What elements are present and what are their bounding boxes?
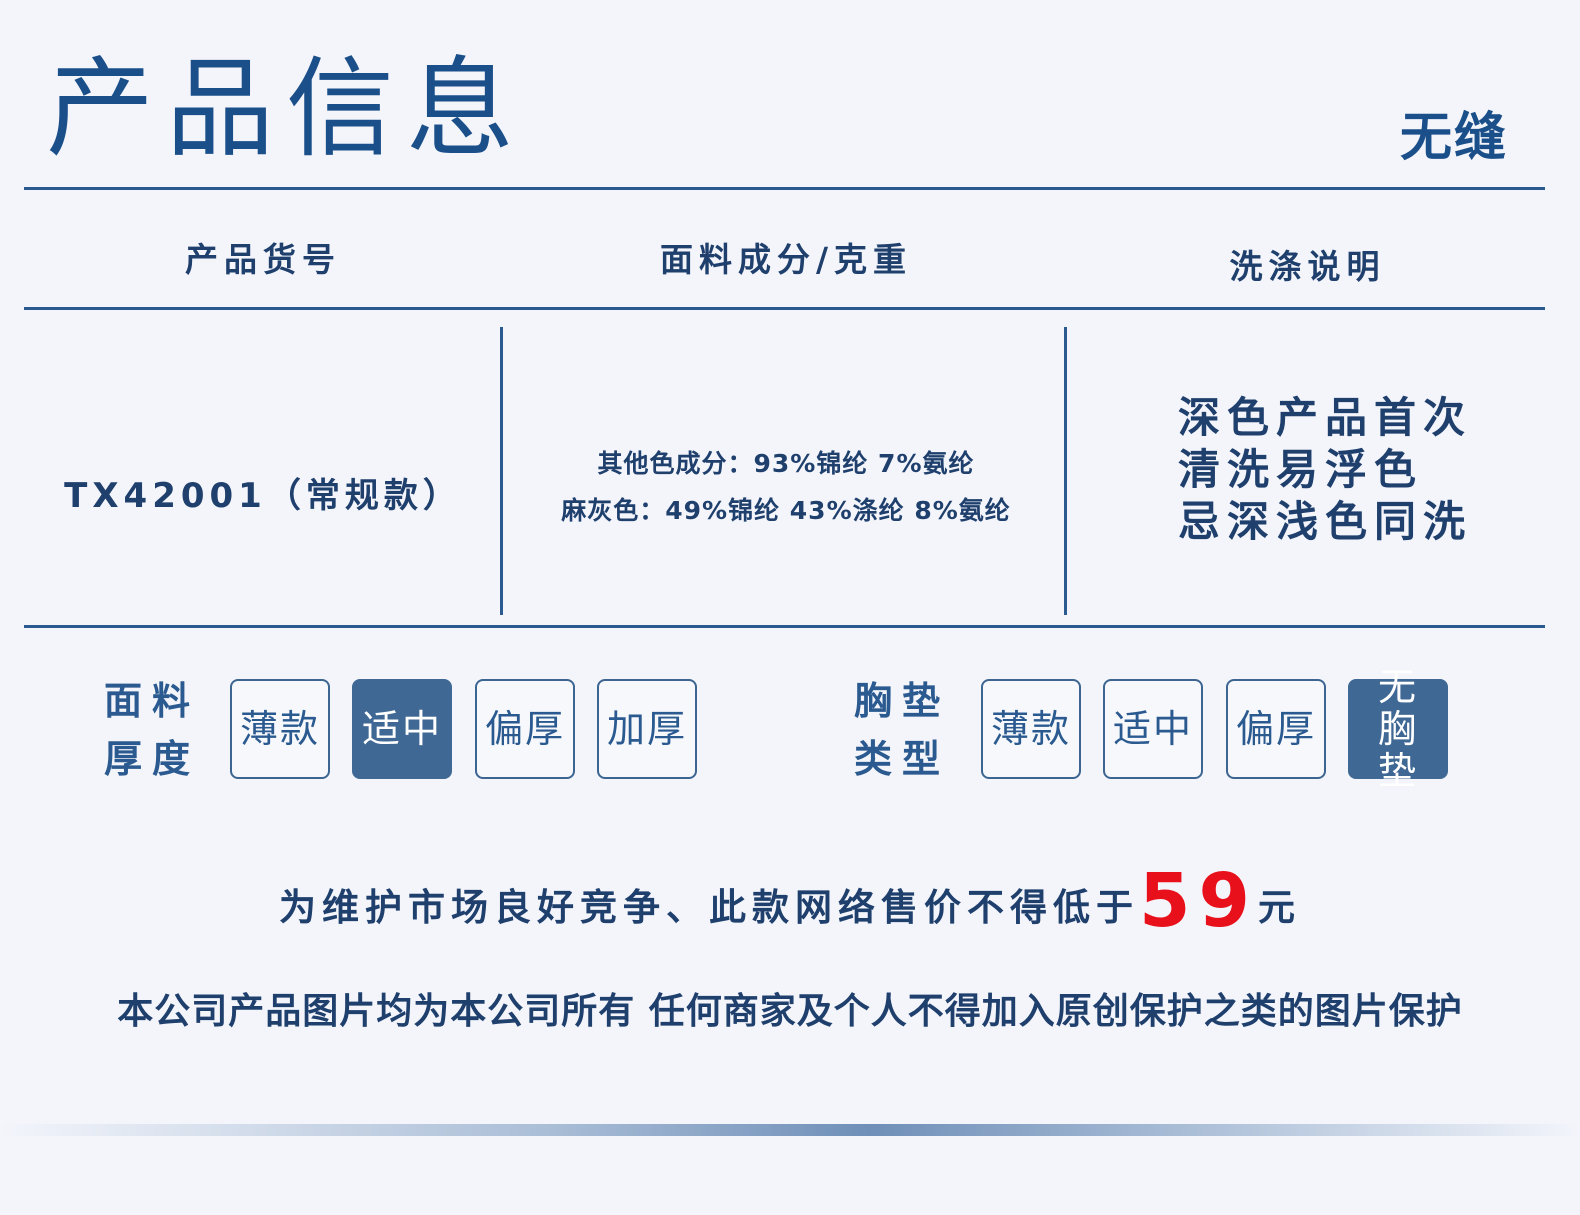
thickness-option-extra-thick[interactable]: 加厚 [597, 679, 697, 779]
table-bottom-divider [24, 625, 1545, 628]
thickness-label-line: 面料 [104, 679, 201, 723]
header-divider [24, 187, 1545, 190]
fabric-line: 麻灰色：49%锦纶 43%涤纶 8%氨纶 [561, 496, 1011, 525]
pad-option-none[interactable]: 无胸垫 [1348, 666, 1448, 792]
column-separator [1064, 327, 1067, 615]
fabric-line: 其他色成分：93%锦纶 7%氨纶 [597, 449, 975, 478]
sku-value: TX42001（常规款） [64, 476, 462, 516]
pad-type-label: 胸垫 类型 [854, 672, 950, 788]
thickness-option-thick[interactable]: 偏厚 [475, 679, 575, 779]
page-title: 产品信息 [46, 47, 527, 172]
thickness-option-medium[interactable]: 适中 [352, 679, 452, 779]
price-unit: 元 [1257, 886, 1301, 929]
fabric-composition: 其他色成分：93%锦纶 7%氨纶 麻灰色：49%锦纶 43%涤纶 8%氨纶 [505, 440, 1067, 534]
thickness-label-line: 厚度 [104, 737, 201, 781]
table-header-divider [24, 307, 1545, 310]
copyright-notice: 本公司产品图片均为本公司所有 任何商家及个人不得加入原创保护之类的图片保护 [117, 991, 1463, 1032]
price-notice-text: 为维护市场良好竞争、此款网络售价不得低于 [279, 886, 1139, 929]
page-subtitle: 无缝 [1399, 108, 1508, 168]
wash-instructions: 深色产品首次 清洗易浮色 忌深浅色同洗 [1178, 392, 1472, 548]
price-notice: 为维护市场良好竞争、此款网络售价不得低于59元 [0, 858, 1580, 944]
pad-type-label-line: 类型 [854, 737, 951, 781]
wash-line: 清洗易浮色 [1178, 445, 1424, 494]
column-header-wash: 洗涤说明 [1229, 247, 1386, 286]
pad-option-thin[interactable]: 薄款 [981, 679, 1081, 779]
column-separator [500, 327, 503, 615]
decorative-fade-bar [0, 1124, 1580, 1136]
pad-option-medium[interactable]: 适中 [1103, 679, 1203, 779]
thickness-label: 面料 厚度 [104, 672, 200, 788]
pad-option-thick[interactable]: 偏厚 [1226, 679, 1326, 779]
pad-type-label-line: 胸垫 [854, 679, 951, 723]
column-header-sku: 产品货号 [185, 240, 341, 279]
thickness-option-thin[interactable]: 薄款 [230, 679, 330, 779]
column-header-fabric: 面料成分/克重 [659, 240, 913, 279]
minimum-price: 59 [1139, 858, 1258, 944]
wash-line: 深色产品首次 [1178, 393, 1473, 442]
wash-line: 忌深浅色同洗 [1178, 497, 1473, 546]
